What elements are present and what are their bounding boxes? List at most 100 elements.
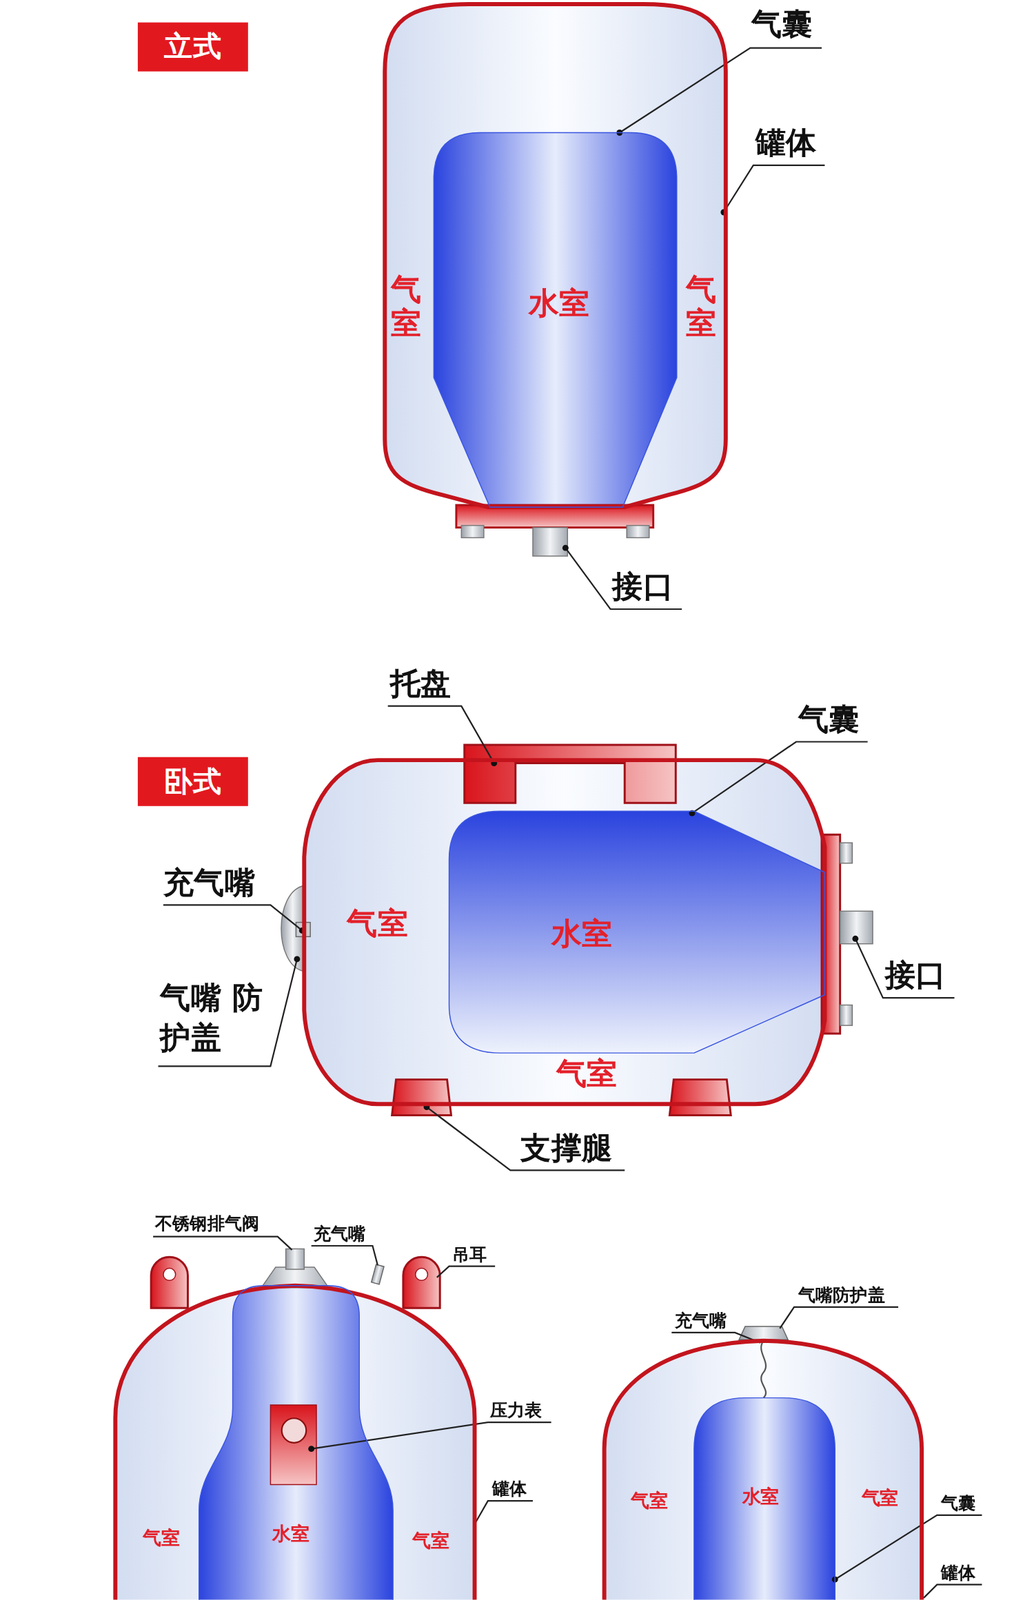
lug-hole (415, 1269, 429, 1282)
pressure-gauge (270, 1405, 317, 1485)
water-fill (433, 132, 677, 507)
outline-path (694, 1398, 835, 1600)
leader-dots (293, 129, 859, 1584)
chamber-label: 气室 (861, 1487, 899, 1510)
leader-dot (562, 545, 569, 552)
leader-line (475, 1501, 533, 1523)
leader-line (855, 938, 955, 999)
water-fill (694, 1398, 835, 1600)
chamber-label: 气室 (630, 1490, 668, 1513)
tank-body: 气室 气室 水室 (600, 1326, 928, 1600)
part-label: 支撑腿 (520, 1129, 613, 1167)
leader-dot (308, 1446, 315, 1453)
chamber-label: 水室 (742, 1486, 779, 1509)
chamber-label: 气室 (346, 905, 409, 942)
outline-path (115, 1286, 475, 1600)
outline-path (604, 1341, 923, 1600)
outline-path (384, 4, 726, 508)
lifting-lug (403, 1257, 440, 1309)
node-outline (382, 0, 730, 511)
leader-line (311, 1422, 552, 1449)
leader-line (565, 548, 682, 610)
part-label: 气囊 (798, 701, 860, 738)
node-outline (449, 811, 826, 1054)
leader-line (723, 165, 826, 213)
support-leg (669, 1080, 731, 1117)
outlet-pipe (532, 528, 568, 557)
part-label: 气囊 (751, 6, 813, 43)
leader-line (619, 48, 822, 134)
part-label: 压力表 (490, 1400, 543, 1422)
water-chamber: 水室 (199, 1284, 393, 1600)
part-label: 罐体 (492, 1479, 527, 1500)
chamber-label: 气室 (556, 1055, 618, 1092)
leader-line (311, 1246, 378, 1266)
bolt (840, 1005, 853, 1027)
vent-valve (286, 1249, 305, 1270)
tank-fill (115, 1286, 475, 1600)
water-fill (449, 811, 826, 1054)
part-label: 接口 (612, 568, 674, 606)
node-outline (113, 1282, 478, 1600)
gauge-dial (281, 1418, 307, 1444)
part-label: 罐体 (755, 124, 817, 162)
leader-line (153, 1237, 292, 1251)
part-label: 气嘴 防护盖 (159, 978, 273, 1058)
water-fill (199, 1286, 393, 1600)
part-label: 充气嘴 (313, 1223, 367, 1245)
leader-line (923, 1585, 982, 1599)
leader-line (426, 1107, 625, 1172)
chamber-label: 水室 (272, 1523, 309, 1546)
tag-text: 卧式 (164, 764, 222, 799)
style-tag: 卧式 (137, 757, 249, 806)
outlet-pipe (840, 911, 873, 944)
chamber-label: 气室 (412, 1530, 449, 1553)
air-tube (761, 1341, 766, 1399)
leader-line (437, 1266, 495, 1279)
leader-lines (153, 48, 982, 1599)
air-nozzle (371, 1264, 384, 1285)
outline-path (433, 132, 677, 507)
leader-line (692, 742, 868, 815)
style-tag: 立式 (137, 22, 249, 72)
tag-text: 立式 (164, 29, 222, 65)
part-label: 充气嘴 (163, 864, 256, 901)
chamber-label: 气室 (142, 1527, 180, 1550)
outline-path (303, 760, 825, 1105)
part-label: 气嘴防护盖 (798, 1284, 886, 1306)
chamber-label: 水室 (551, 915, 613, 952)
water-chamber: 水室 (449, 811, 826, 1054)
tank-fill (604, 1341, 923, 1600)
bolt (626, 525, 650, 539)
leader-line (388, 706, 495, 764)
node-outline (600, 1326, 928, 1600)
chamber-label: 水室 (528, 284, 591, 322)
chamber-label: 气室 (685, 272, 717, 340)
water-chamber: 水室 (694, 1398, 835, 1600)
part-label: 接口 (885, 957, 947, 995)
chamber-label: 气室 (390, 272, 422, 340)
tray (464, 745, 677, 804)
tank-fill (384, 4, 726, 508)
leader-line (779, 1307, 899, 1330)
leader-dot (852, 936, 859, 943)
support-leg (392, 1080, 452, 1117)
tank-body: 气室气室水室 (301, 758, 828, 1108)
outline-path (449, 811, 826, 1054)
water-chamber: 水室 (433, 132, 677, 507)
outline-path (199, 1286, 393, 1600)
part-label: 不锈钢排气阀 (155, 1213, 260, 1235)
bolt (461, 525, 484, 539)
node-outline (199, 1284, 393, 1600)
bolt (840, 843, 853, 864)
tank-body: 气室 气室 水室 (113, 1282, 478, 1600)
part-label: 吊耳 (452, 1244, 487, 1265)
lifting-lug (150, 1257, 188, 1309)
tank-body: 气室 气室 水室 (382, 0, 730, 511)
part-label: 气囊 (940, 1493, 976, 1514)
leader-dot (293, 956, 300, 963)
lug-hole (163, 1269, 176, 1282)
part-label: 罐体 (940, 1562, 976, 1584)
leader-line (158, 959, 298, 1067)
